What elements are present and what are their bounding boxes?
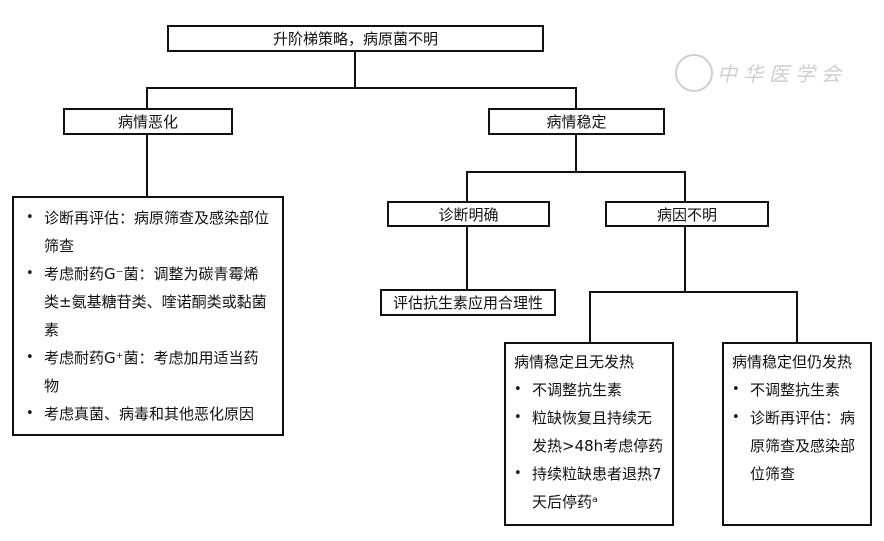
connector-stable-split [466, 171, 685, 173]
connector-to-stable [575, 87, 577, 109]
stable-no-fever-title: 病情稳定且无发热 [514, 353, 635, 371]
stable-fever-box: 病情稳定但仍发热 不调整抗生素 诊断再评估：病原筛查及感染部位筛查 [722, 342, 872, 526]
watermark-text: 中华医学会 [717, 62, 847, 86]
condition-worse-label: 病情恶化 [117, 113, 178, 131]
condition-stable-label: 病情稳定 [546, 113, 607, 131]
connector-worse-to-list [146, 134, 148, 197]
connector-cause-split [589, 291, 797, 293]
list-item: 不调整抗生素 [730, 376, 864, 404]
cause-unknown-label: 病因不明 [656, 205, 717, 224]
stable-fever-list: 不调整抗生素 诊断再评估：病原筛查及感染部位筛查 [730, 376, 864, 488]
watermark: 中华医学会 [675, 52, 849, 92]
list-item: 持续粒缺患者退热7天后停药ᵃ [512, 460, 666, 516]
connector-cause-down [684, 226, 686, 292]
connector-to-worse [146, 87, 148, 109]
connector-root-down [354, 51, 356, 88]
list-item: 不调整抗生素 [512, 376, 666, 404]
condition-worse-box: 病情恶化 [63, 108, 233, 135]
worse-actions-list: 诊断再评估：病原筛查及感染部位筛查 考虑耐药G⁻菌：调整为碳青霉烯类±氨基糖苷类… [24, 204, 272, 428]
stable-no-fever-list: 不调整抗生素 粒缺恢复且持续无发热>48h考虑停药 持续粒缺患者退热7天后停药ᵃ [512, 376, 666, 516]
cause-unknown-box: 病因不明 [605, 201, 769, 227]
list-item: 考虑真菌、病毒和其他恶化原因 [24, 400, 272, 428]
diagnosis-clear-label: 诊断明确 [438, 205, 499, 224]
connector-to-diag-clear [466, 171, 468, 202]
seal-icon [675, 54, 713, 92]
root-strategy-box: 升阶梯策略，病原菌不明 [167, 25, 544, 52]
evaluate-antibiotics-box: 评估抗生素应用合理性 [380, 289, 556, 316]
connector-to-cause-unknown [684, 171, 686, 202]
list-item: 考虑耐药G⁺菌：考虑加用适当药物 [24, 344, 272, 400]
list-item: 考虑耐药G⁻菌：调整为碳青霉烯类±氨基糖苷类、喹诺酮类或黏菌素 [24, 260, 272, 344]
root-strategy-label: 升阶梯策略，病原菌不明 [272, 30, 438, 48]
diagnosis-clear-box: 诊断明确 [387, 201, 550, 227]
stable-no-fever-box: 病情稳定且无发热 不调整抗生素 粒缺恢复且持续无发热>48h考虑停药 持续粒缺患… [504, 342, 674, 526]
connector-root-split [146, 87, 576, 89]
connector-to-fever [796, 291, 798, 343]
list-item: 诊断再评估：病原筛查及感染部位筛查 [24, 204, 272, 260]
list-item: 粒缺恢复且持续无发热>48h考虑停药 [512, 404, 666, 460]
list-item: 诊断再评估：病原筛查及感染部位筛查 [730, 404, 864, 488]
condition-stable-box: 病情稳定 [488, 108, 665, 135]
connector-diag-to-evaluate [466, 226, 468, 290]
stable-fever-title: 病情稳定但仍发热 [732, 353, 853, 371]
connector-to-nofever [589, 291, 591, 343]
connector-stable-down [575, 134, 577, 172]
evaluate-antibiotics-label: 评估抗生素应用合理性 [392, 294, 543, 312]
worse-actions-box: 诊断再评估：病原筛查及感染部位筛查 考虑耐药G⁻菌：调整为碳青霉烯类±氨基糖苷类… [12, 196, 284, 436]
